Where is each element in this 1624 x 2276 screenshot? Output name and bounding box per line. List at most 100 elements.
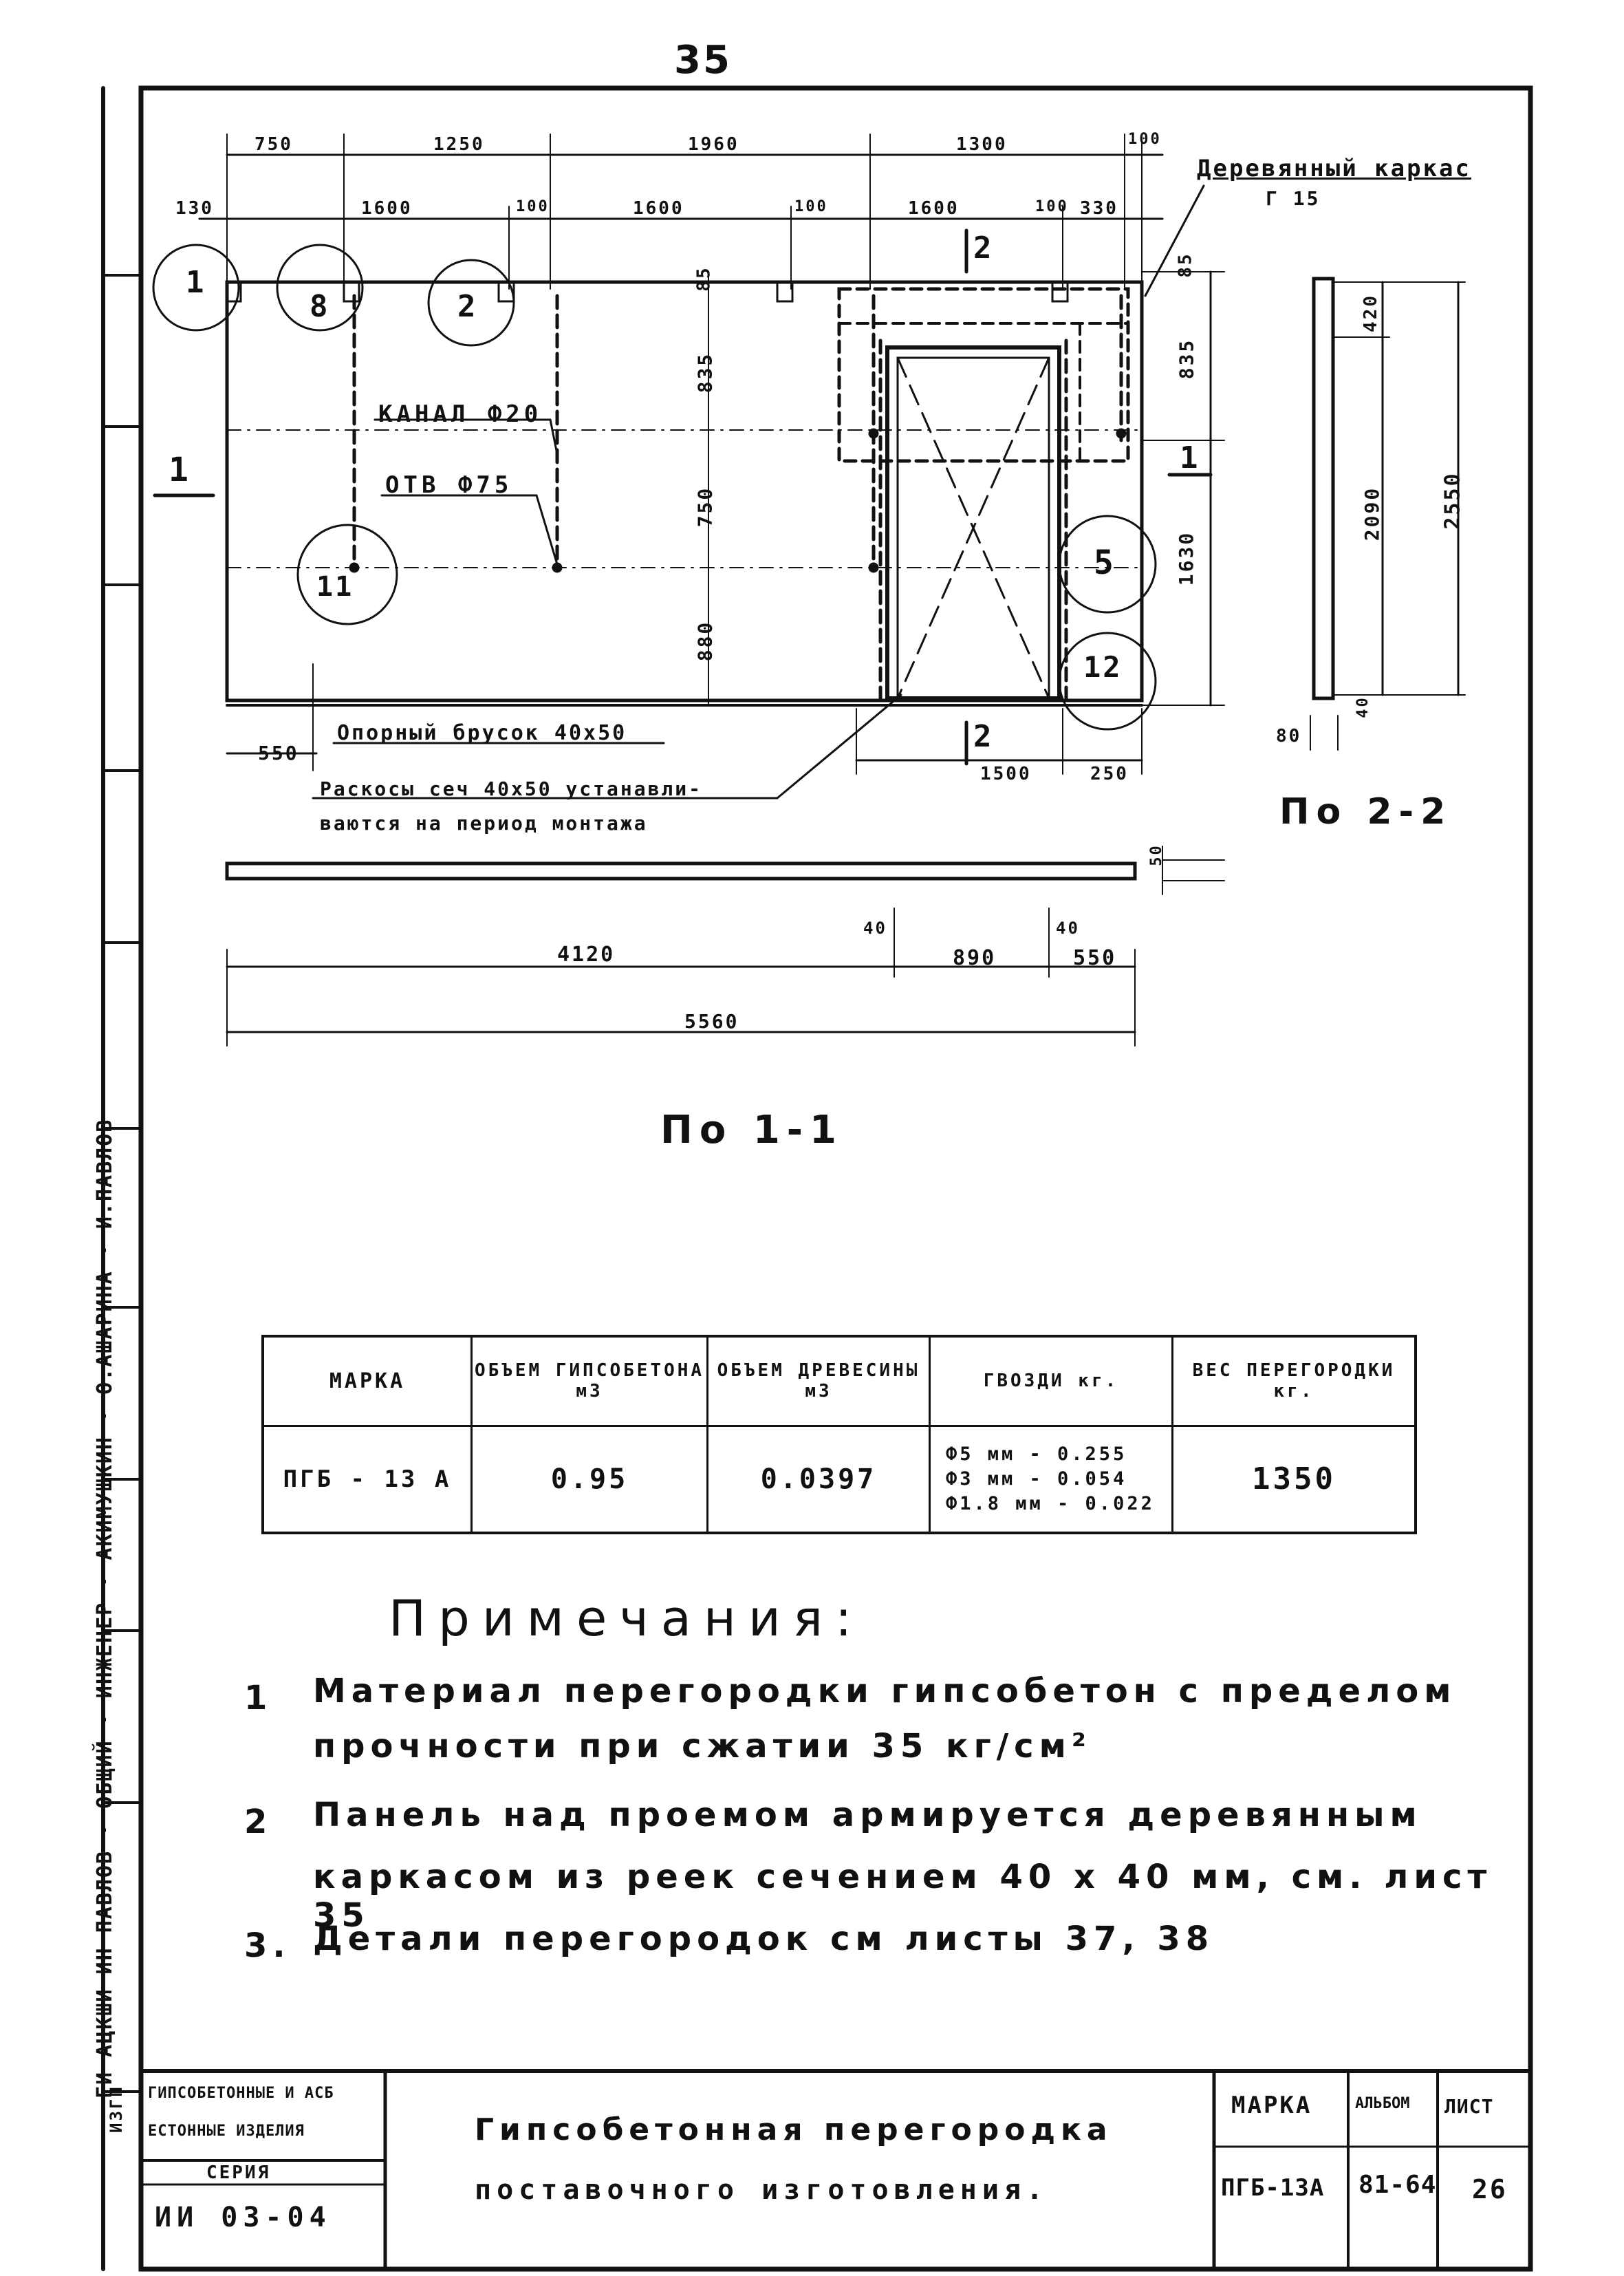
- dim-row2-4: 1600: [633, 198, 684, 219]
- dim-row2-1: 130: [175, 198, 214, 219]
- dim-1500: 1500: [980, 764, 1032, 784]
- dim-row2-8: 330: [1080, 198, 1118, 219]
- note-2-num: 2: [244, 1803, 273, 1841]
- th-weight: ВЕС ПЕРЕГОРОДКИ кг.: [1171, 1335, 1417, 1427]
- section-2-2: [1312, 277, 1335, 700]
- dim-top-2: 1250: [433, 134, 485, 155]
- plan-dim-40a: 40: [863, 919, 887, 938]
- s22-caption: По 2-2: [1279, 791, 1453, 833]
- vdim-mid-880: 880: [693, 620, 717, 662]
- dim-550-left: 550: [258, 742, 299, 764]
- door-opening: [885, 345, 1061, 700]
- stamp-side: ИЗГП: [107, 2085, 126, 2133]
- panel-outline: [225, 280, 1144, 702]
- vdim-mid-835: 835: [693, 352, 717, 394]
- table-header-row: МАРКА ОБЪЕМ ГИПСОБЕТОНА м3 ОБЪЕМ ДРЕВЕСИ…: [261, 1335, 1417, 1427]
- cell-mark: ПГБ - 13 А: [261, 1424, 473, 1534]
- callout-8: 8: [310, 289, 330, 324]
- stamp-title-line2: поставочного изготовления.: [475, 2174, 1049, 2206]
- callout-2: 2: [457, 289, 478, 324]
- vdim-right-835: 835: [1175, 338, 1198, 380]
- nails-3mm: Ф3 мм - 0.054: [946, 1468, 1127, 1490]
- frame-sub: Г 15: [1266, 187, 1321, 210]
- section-1-right: 1: [1180, 440, 1200, 475]
- stamp-series-label: СЕРИЯ: [206, 2162, 271, 2183]
- th-mark: МАРКА: [261, 1335, 473, 1427]
- plan-dim-4120: 4120: [557, 943, 616, 967]
- plan-dim-50: 50: [1147, 844, 1165, 866]
- stamp-title-line1: Гипсобетонная перегородка: [475, 2112, 1113, 2147]
- dim-250: 250: [1090, 764, 1129, 784]
- callout-1: 1: [186, 265, 206, 300]
- vdim-right-1630: 1630: [1175, 530, 1198, 586]
- nails-5mm: Ф5 мм - 0.255: [946, 1443, 1127, 1465]
- dim-row2-3: 100: [516, 198, 550, 215]
- note-1-num: 1: [244, 1679, 273, 1717]
- frame-label: Деревянный каркас: [1197, 155, 1471, 182]
- stamp-sheet-label: ЛИСТ: [1444, 2095, 1494, 2118]
- dim-row2-7: 100: [1035, 198, 1069, 215]
- braces-label-2: ваются на период монтажа: [320, 812, 648, 835]
- th-gypsum: ОБЪЕМ ГИПСОБЕТОНА м3: [470, 1335, 708, 1427]
- section-2-top: 2: [973, 230, 994, 266]
- sheet-frame: [138, 85, 1533, 2272]
- dim-row2-2: 1600: [361, 198, 413, 219]
- vdim-mid-750: 750: [693, 486, 717, 528]
- dim-top-1: 750: [255, 134, 293, 155]
- dim-row2-5: 100: [794, 198, 828, 215]
- cell-nails: Ф5 мм - 0.255 Ф3 мм - 0.054 Ф1.8 мм - 0.…: [929, 1424, 1173, 1534]
- side-strip-text: ГИ АЦКШИ ИН ПАВЛОВ · ОБЩИЙ · ИНЖЕНЕР · А…: [93, 1118, 117, 2098]
- note-2-line2: каркасом из реек сечением 40 x 40 мм, см…: [313, 1858, 1493, 1935]
- cell-wood: 0.0397: [706, 1424, 931, 1534]
- plan-dim-40b: 40: [1056, 919, 1080, 938]
- stamp-sheet-value: 26: [1472, 2174, 1508, 2204]
- dim-top-3: 1960: [688, 134, 739, 155]
- callout-12: 12: [1083, 650, 1123, 684]
- dim-row2-6: 1600: [908, 198, 960, 219]
- stamp-album-value: 81-64: [1358, 2171, 1437, 2199]
- plan-dim-5560: 5560: [684, 1010, 739, 1033]
- cell-weight: 1350: [1171, 1424, 1417, 1534]
- th-wood: ОБЪЕМ ДРЕВЕСИНЫ м3: [706, 1335, 931, 1427]
- s22-dim-80: 80: [1276, 726, 1302, 747]
- spec-table: МАРКА ОБЪЕМ ГИПСОБЕТОНА м3 ОБЪЕМ ДРЕВЕСИ…: [261, 1335, 1417, 1534]
- stamp-org-line2: ЕСТОННЫЕ ИЗДЕЛИЯ: [148, 2123, 305, 2140]
- notes-heading: Примечания:: [389, 1589, 865, 1647]
- stamp-series-value: ИИ 03-04: [155, 2202, 332, 2233]
- s22-dim-420: 420: [1360, 294, 1381, 332]
- cell-gypsum: 0.95: [470, 1424, 708, 1534]
- s22-dim-2550: 2550: [1440, 471, 1465, 530]
- note-1-line1: Материал перегородки гипсобетон с предел…: [313, 1672, 1457, 1710]
- stamp-album-label: АЛЬБОМ: [1355, 2095, 1410, 2112]
- section-2-bottom: 2: [973, 719, 994, 754]
- stamp-mark-label: МАРКА: [1231, 2092, 1312, 2119]
- stamp-org-line1: ГИПСОБЕТОННЫЕ И АСБ: [148, 2085, 334, 2102]
- plan-caption: По 1-1: [660, 1108, 844, 1152]
- table-row: ПГБ - 13 А 0.95 0.0397 Ф5 мм - 0.255 Ф3 …: [261, 1424, 1417, 1534]
- note-2-line1: Панель над проемом армируется деревянным: [313, 1796, 1422, 1834]
- s22-dim-40: 40: [1354, 696, 1372, 718]
- dim-top-5: 100: [1128, 131, 1162, 148]
- braces-label-1: Раскосы сеч 40х50 устанавли-: [320, 777, 703, 800]
- s22-dim-2090: 2090: [1361, 486, 1384, 541]
- th-nails: ГВОЗДИ кг.: [929, 1335, 1173, 1427]
- note-3-line1: Детали перегородок см листы 37, 38: [313, 1920, 1215, 1958]
- wooden-frame: [837, 287, 1130, 463]
- kanal-label: КАНАЛ Ф20: [378, 400, 543, 428]
- stamp-mark-value: ПГБ-13А: [1221, 2174, 1325, 2202]
- otv-label: ОТВ Ф75: [385, 471, 513, 499]
- plan-dim-550: 550: [1073, 946, 1117, 970]
- dim-top-4: 1300: [956, 134, 1008, 155]
- support-label: Опорный брусок 40х50: [337, 721, 627, 745]
- callout-5: 5: [1094, 544, 1116, 582]
- vdim-mid-85: 85: [693, 266, 715, 292]
- plan-strip: [225, 861, 1137, 881]
- page-number: 35: [674, 38, 732, 83]
- section-1-left: 1: [169, 451, 191, 489]
- note-3-num: 3.: [244, 1926, 291, 1965]
- note-1-line2: прочности при сжатии 35 кг/см²: [313, 1727, 1092, 1765]
- vdim-right-85: 85: [1175, 252, 1196, 278]
- plan-dim-890: 890: [953, 946, 997, 970]
- callout-11: 11: [316, 571, 354, 603]
